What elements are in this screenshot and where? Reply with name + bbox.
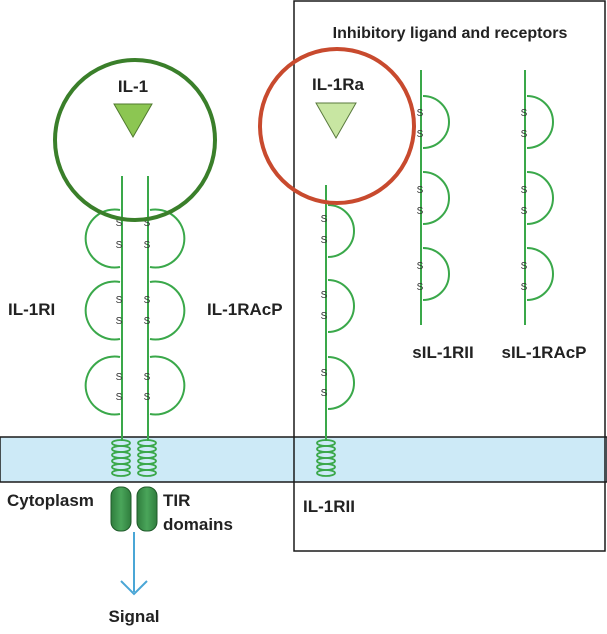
inhibitory-box: [293, 0, 606, 552]
il1ra-ligand: [258, 47, 416, 205]
il1rii-receptor: S S S S S S: [321, 185, 355, 441]
transmembrane-coil-il1rii: [316, 439, 336, 477]
disulfide-bonds-left: S S S S S S S S S S S S: [116, 218, 151, 403]
tir-domain-il1ri: [110, 486, 132, 532]
svg-text:S: S: [417, 185, 424, 196]
svg-text:S: S: [321, 214, 328, 225]
il1ra-label: IL-1Ra: [312, 75, 365, 94]
svg-text:S: S: [521, 185, 528, 196]
il1-highlight-circle: [53, 58, 217, 222]
svg-text:S: S: [116, 372, 123, 383]
tir-label-line1: TIR: [163, 491, 190, 510]
svg-text:S: S: [144, 218, 151, 229]
il1rii-label: IL-1RII: [303, 497, 355, 516]
svg-text:S: S: [417, 129, 424, 140]
sil1rii-receptor: S S S S S S: [417, 70, 450, 325]
svg-text:S: S: [417, 282, 424, 293]
svg-text:S: S: [116, 218, 123, 229]
sil1racp-label: sIL-1RAcP: [501, 343, 586, 362]
tir-label-line2: domains: [163, 515, 233, 534]
svg-text:S: S: [321, 235, 328, 246]
il1-label: IL-1: [118, 77, 148, 96]
svg-text:S: S: [321, 368, 328, 379]
il1-triangle: [113, 103, 153, 139]
svg-text:S: S: [144, 316, 151, 327]
il1racp-label: IL-1RAcP: [207, 300, 283, 319]
sil1rii-label: sIL-1RII: [412, 343, 473, 362]
svg-text:S: S: [116, 392, 123, 403]
tir-domain-il1racp: [136, 486, 158, 532]
svg-text:S: S: [321, 290, 328, 301]
il1-ligand: [53, 58, 217, 222]
svg-text:S: S: [116, 295, 123, 306]
signal-arrow: [120, 532, 148, 596]
svg-text:S: S: [417, 206, 424, 217]
svg-text:S: S: [417, 261, 424, 272]
svg-text:S: S: [417, 108, 424, 119]
sil1racp-receptor: S S S S S S: [521, 70, 554, 325]
svg-text:S: S: [521, 261, 528, 272]
svg-text:S: S: [116, 316, 123, 327]
transmembrane-coil-il1ri: [111, 439, 131, 477]
svg-text:S: S: [521, 282, 528, 293]
il1ra-triangle: [315, 102, 357, 140]
svg-text:S: S: [144, 240, 151, 251]
svg-text:S: S: [116, 240, 123, 251]
transmembrane-coil-il1racp: [137, 439, 157, 477]
il1ri-label: IL-1RI: [8, 300, 55, 319]
cytoplasm-label: Cytoplasm: [7, 491, 94, 510]
svg-text:S: S: [144, 372, 151, 383]
svg-text:S: S: [521, 129, 528, 140]
svg-text:S: S: [521, 108, 528, 119]
svg-text:S: S: [521, 206, 528, 217]
svg-text:S: S: [321, 311, 328, 322]
cell-membrane: [0, 436, 607, 483]
svg-text:S: S: [144, 392, 151, 403]
svg-text:S: S: [321, 388, 328, 399]
svg-text:S: S: [144, 295, 151, 306]
signal-label: Signal: [108, 607, 159, 626]
inhibitory-box-title: Inhibitory ligand and receptors: [333, 25, 568, 42]
il1ra-highlight-circle: [258, 47, 416, 205]
